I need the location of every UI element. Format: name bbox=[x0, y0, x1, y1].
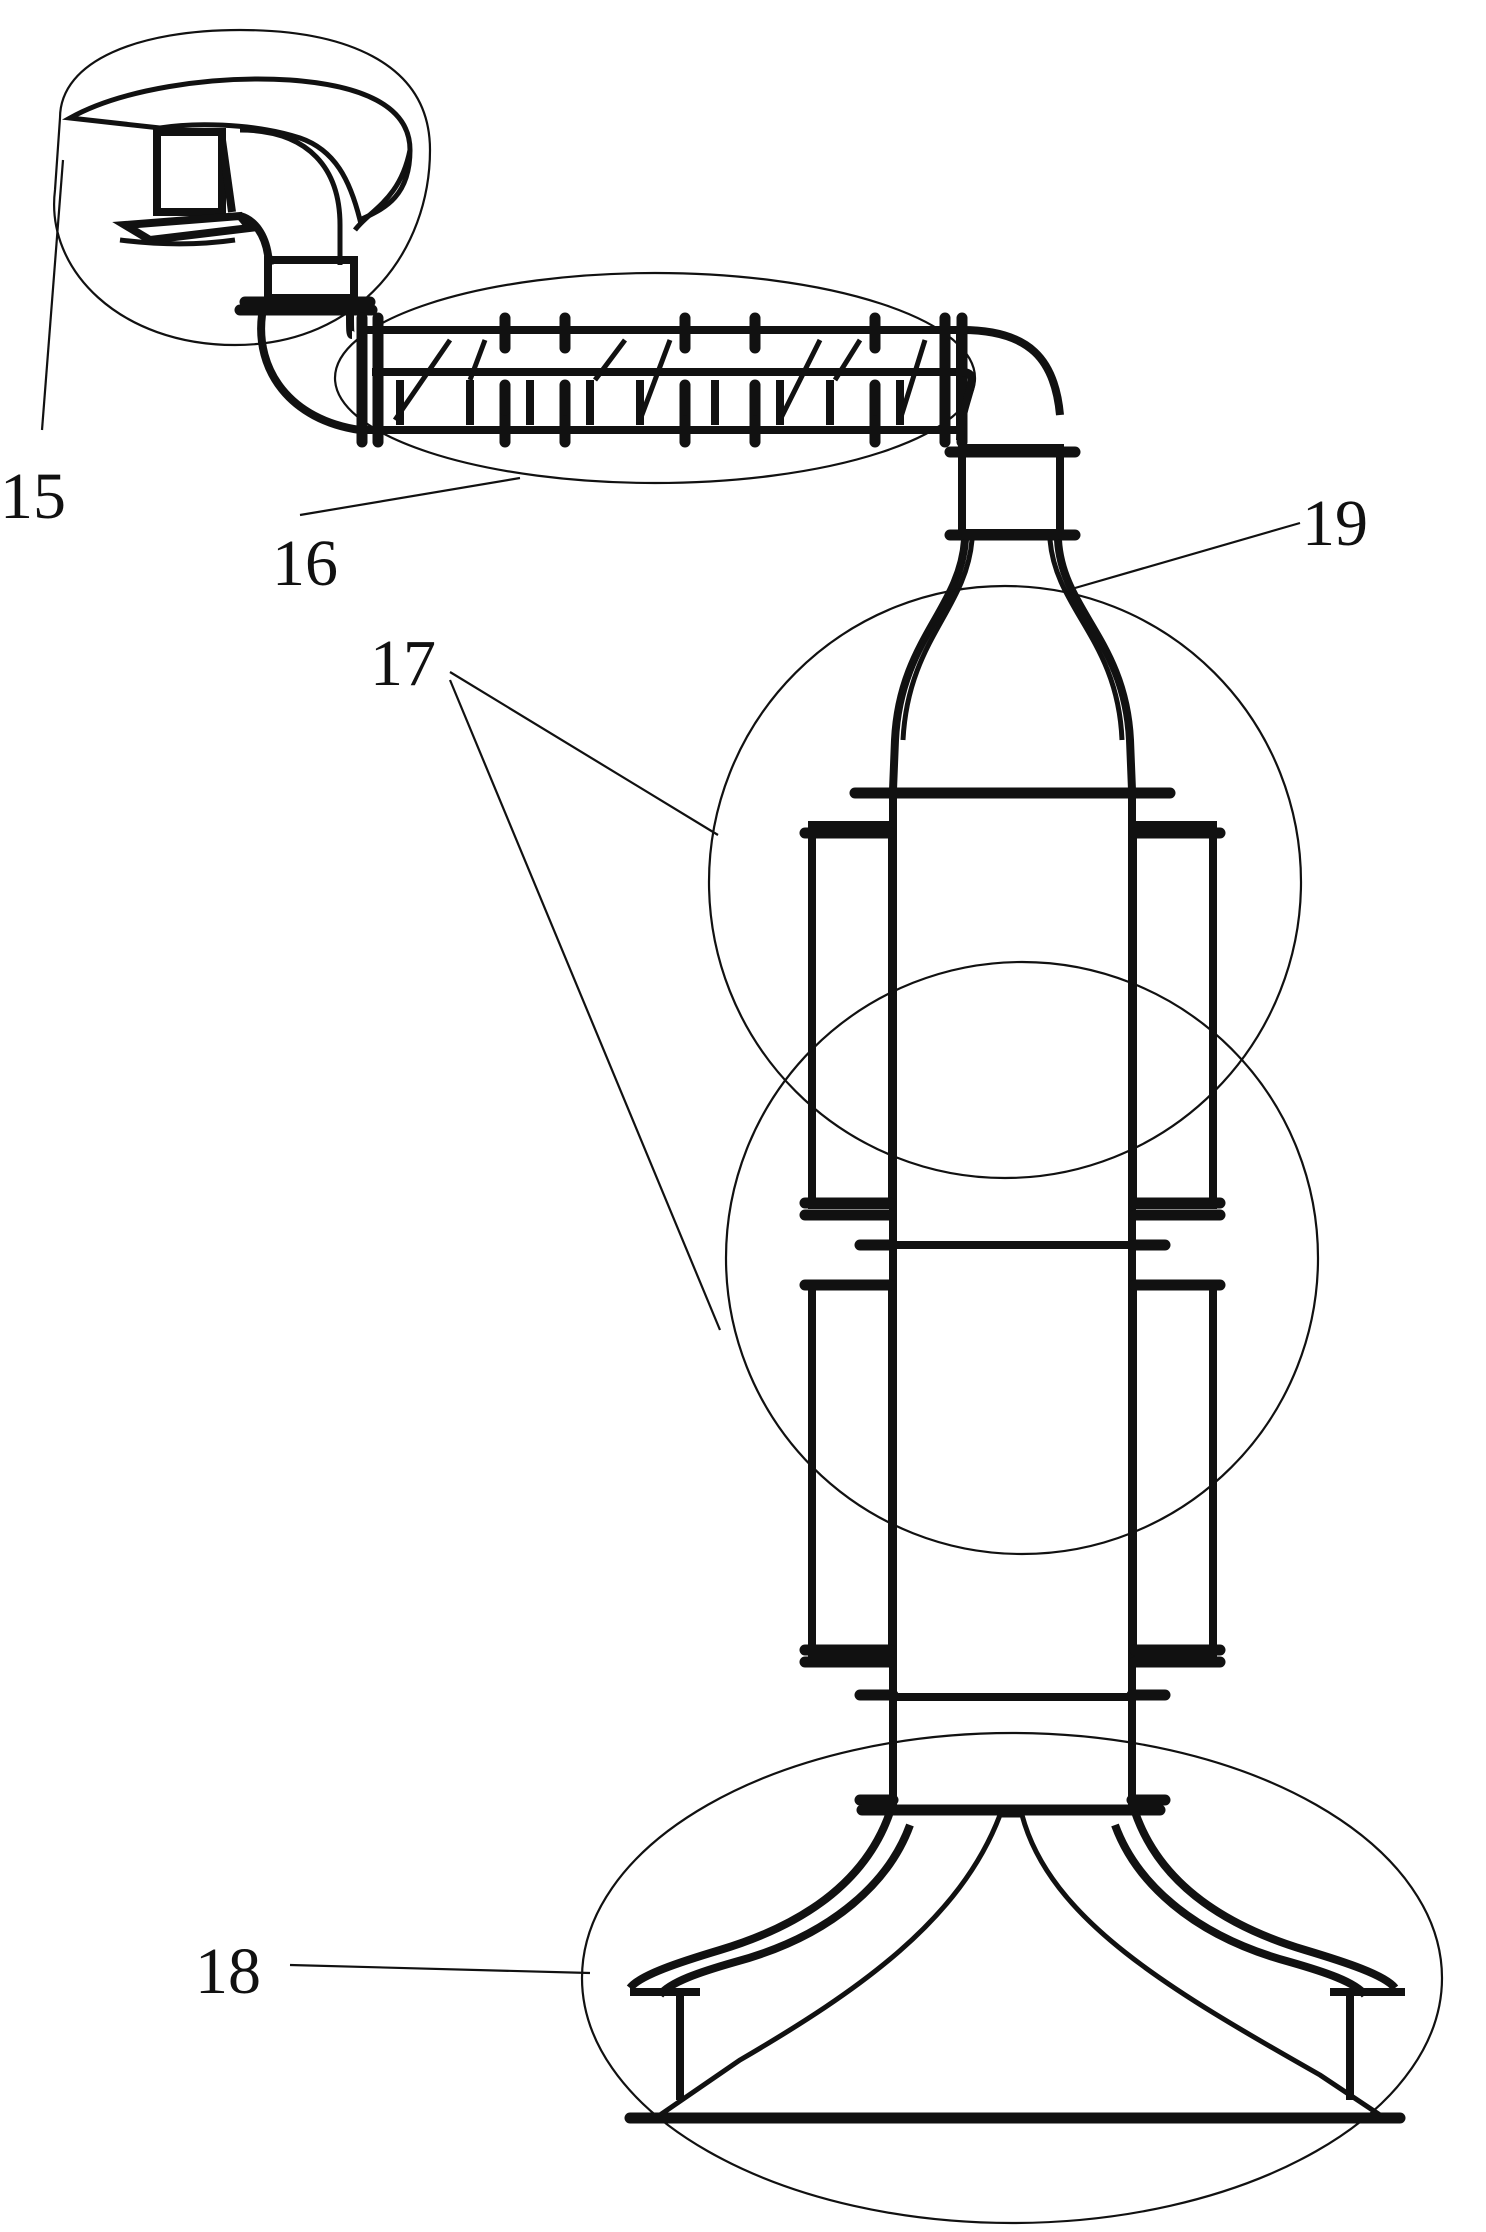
column-neck bbox=[889, 444, 1136, 791]
leader-lines bbox=[40, 159, 1301, 1975]
leader-16 bbox=[299, 476, 521, 517]
label-16: 16 bbox=[272, 527, 338, 600]
base-skirt bbox=[580, 1731, 1444, 2225]
base-core bbox=[651, 1812, 1389, 2118]
label-17: 17 bbox=[370, 627, 436, 700]
duct-vanes bbox=[392, 312, 928, 448]
hood-shell bbox=[61, 76, 413, 224]
label-15: 15 bbox=[0, 460, 66, 533]
detail-circle-15 bbox=[53, 28, 432, 347]
detail-circle-17-lower bbox=[724, 960, 1320, 1556]
horizontal-duct-assembly bbox=[333, 271, 1064, 485]
leader-17-upper bbox=[449, 671, 719, 836]
label-18: 18 bbox=[195, 1935, 261, 2008]
leader-19 bbox=[1074, 521, 1301, 590]
leader-18 bbox=[289, 1963, 591, 1975]
label-19: 19 bbox=[1302, 487, 1368, 560]
detail-ellipse-18 bbox=[580, 1731, 1444, 2225]
inlet-hood-assembly bbox=[53, 28, 432, 434]
leader-17-lower bbox=[448, 679, 722, 1331]
column-section-lower bbox=[724, 960, 1320, 1806]
hood-box bbox=[153, 128, 226, 216]
leader-15 bbox=[40, 159, 65, 431]
detail-circle-17-upper bbox=[707, 584, 1303, 1180]
